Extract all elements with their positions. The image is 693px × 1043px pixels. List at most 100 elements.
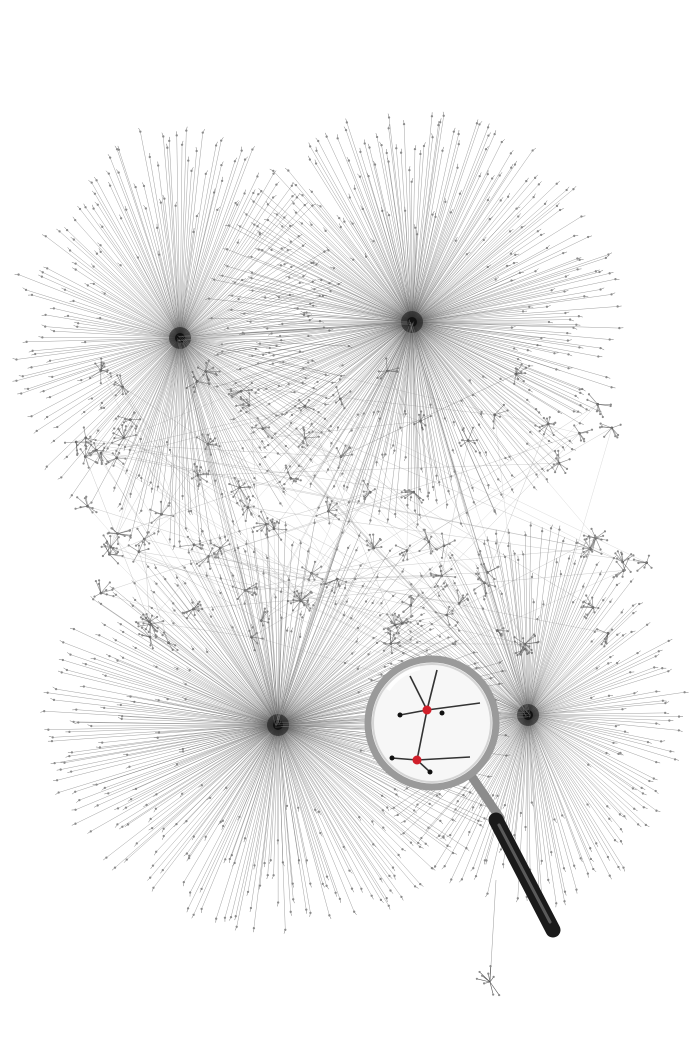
leaf-node	[587, 764, 589, 766]
leaf-node	[359, 565, 361, 567]
leaf-node	[393, 449, 395, 451]
leaf-node	[272, 170, 274, 172]
leaf-node	[386, 806, 388, 808]
leaf-node	[380, 144, 382, 146]
leaf-node	[238, 530, 240, 532]
leaf-node	[621, 576, 623, 578]
leaf-node	[614, 278, 616, 280]
leaf-node	[73, 628, 75, 630]
leaf-node	[52, 736, 54, 738]
leaf-node	[213, 279, 215, 281]
leaf-node	[351, 652, 353, 654]
leaf-node	[215, 144, 217, 146]
leaf-node	[350, 617, 352, 619]
leaf-node	[155, 583, 157, 585]
leaf-node	[297, 478, 299, 480]
leaf-node	[452, 449, 454, 451]
leaf-node	[606, 805, 608, 807]
leaf-node	[342, 364, 344, 366]
leaf-node	[343, 485, 345, 487]
leaf-node	[546, 306, 548, 308]
leaf-node	[242, 399, 244, 401]
leaf-node	[43, 710, 45, 712]
leaf-node	[487, 484, 489, 486]
leaf-node	[435, 499, 437, 501]
leaf-node	[91, 397, 93, 399]
leaf-node	[135, 647, 137, 649]
leaf-node	[105, 542, 107, 544]
leaf-node	[397, 854, 399, 856]
leaf-node	[591, 429, 593, 431]
leaf-node	[325, 885, 327, 887]
leaf-node	[266, 557, 268, 559]
leaf-node	[95, 580, 97, 582]
leaf-node	[132, 561, 134, 563]
leaf-node	[500, 199, 502, 201]
leaf-node	[208, 297, 210, 299]
leaf-node	[236, 502, 238, 504]
leaf-node	[431, 867, 433, 869]
leaf-node	[208, 470, 210, 472]
leaf-node	[480, 411, 482, 413]
leaf-node	[247, 891, 249, 893]
leaf-node	[238, 816, 240, 818]
leaf-node	[137, 622, 139, 624]
leaf-node	[20, 392, 22, 394]
leaf-node	[401, 848, 403, 850]
leaf-node	[219, 592, 221, 594]
leaf-node	[299, 636, 301, 638]
leaf-node	[192, 231, 194, 233]
leaf-node	[648, 780, 650, 782]
leaf-node	[31, 294, 33, 296]
leaf-node	[362, 585, 364, 587]
leaf-node	[101, 546, 103, 548]
leaf-node	[151, 827, 153, 829]
leaf-node	[410, 841, 412, 843]
leaf-node	[163, 835, 165, 837]
leaf-node	[316, 381, 318, 383]
leaf-node	[400, 426, 402, 428]
leaf-node	[89, 436, 91, 438]
leaf-node	[230, 491, 232, 493]
leaf-node	[572, 188, 574, 190]
leaf-node	[56, 779, 58, 781]
leaf-node	[564, 312, 566, 314]
leaf-node	[607, 856, 609, 858]
leaf-node	[328, 430, 330, 432]
leaf-node	[461, 878, 463, 880]
leaf-node	[179, 545, 181, 547]
leaf-node	[307, 550, 309, 552]
leaf-node	[585, 408, 587, 410]
leaf-node	[522, 310, 524, 312]
leaf-node	[156, 616, 158, 618]
leaf-node	[94, 193, 96, 195]
leaf-node	[147, 566, 149, 568]
leaf-node	[550, 851, 552, 853]
leaf-node	[414, 148, 416, 150]
leaf-node	[253, 223, 255, 225]
leaf-node	[633, 808, 635, 810]
leaf-node	[97, 429, 99, 431]
leaf-node	[261, 440, 263, 442]
leaf-node	[411, 181, 413, 183]
leaf-node	[66, 229, 68, 231]
leaf-node	[256, 522, 258, 524]
leaf-node	[98, 634, 100, 636]
leaf-node	[318, 811, 320, 813]
leaf-node	[229, 858, 231, 860]
leaf-node	[295, 184, 297, 186]
leaf-node	[117, 562, 119, 564]
leaf-node	[388, 905, 390, 907]
leaf-node	[188, 855, 190, 857]
leaf-node	[267, 219, 269, 221]
leaf-node	[47, 692, 49, 694]
leaf-node	[431, 213, 433, 215]
leaf-node	[99, 746, 101, 748]
leaf-node	[562, 252, 564, 254]
leaf-node	[298, 592, 300, 594]
leaf-node	[163, 828, 165, 830]
leaf-node	[655, 790, 657, 792]
leaf-node	[387, 160, 389, 162]
leaf-node	[364, 142, 366, 144]
leaf-node	[307, 361, 309, 363]
